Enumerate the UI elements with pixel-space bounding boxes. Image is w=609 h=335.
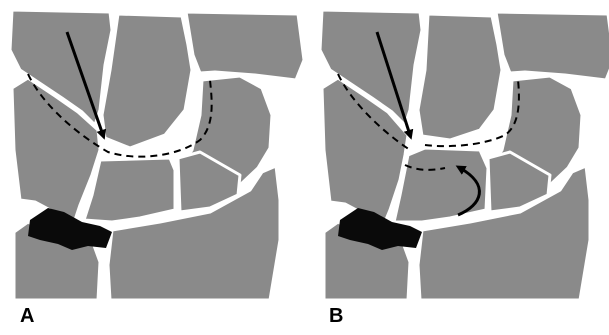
panel-b bbox=[320, 10, 609, 300]
panel-a-label: A bbox=[20, 306, 34, 326]
panel-b-middle-lower-carpal bbox=[394, 148, 488, 222]
panel-b-upper-middle-bone bbox=[418, 14, 502, 140]
panel-b-label: B bbox=[329, 306, 343, 326]
panel-b-upper-right-bone bbox=[496, 12, 609, 80]
panel-a-upper-middle-bone bbox=[102, 14, 192, 148]
panel-a bbox=[10, 10, 304, 300]
panel-a-upper-right-bone bbox=[186, 12, 304, 80]
panel-a-middle-lower-carpal bbox=[84, 158, 175, 222]
